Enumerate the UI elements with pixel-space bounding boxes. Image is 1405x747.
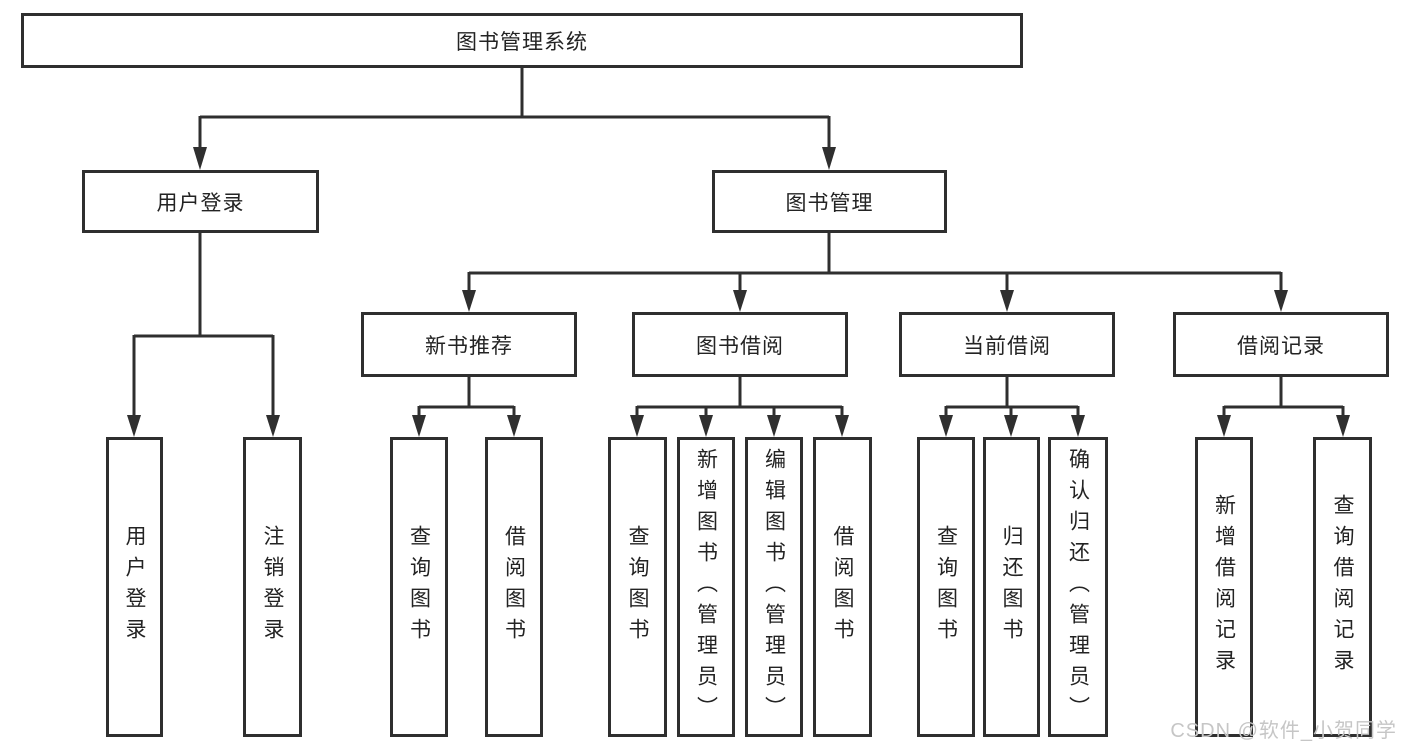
node-book-management: 图书管理 (712, 170, 947, 233)
node-leaf-query-borrow-record: 查询借阅记录 (1313, 437, 1372, 737)
node-leaf-user-login-label: 用户登录 (123, 525, 146, 649)
arrowheads (127, 147, 1350, 437)
node-leaf-logout-label: 注销登录 (261, 525, 284, 649)
node-leaf-borrow-books: 借阅图书 (813, 437, 872, 737)
node-leaf-add-borrow-record-label: 新增借阅记录 (1212, 494, 1236, 680)
node-leaf-add-book-admin-label: 新增图书（管理员） (694, 447, 718, 727)
node-leaf-return-book: 归还图书 (983, 437, 1040, 737)
node-leaf-query-books-current: 查询图书 (917, 437, 975, 737)
node-borrow-records: 借阅记录 (1173, 312, 1389, 377)
node-leaf-user-login: 用户登录 (106, 437, 163, 737)
node-root: 图书管理系统 (21, 13, 1023, 68)
node-leaf-logout: 注销登录 (243, 437, 302, 737)
node-new-book-recommend-label: 新书推荐 (425, 334, 513, 358)
node-leaf-query-books-current-label: 查询图书 (934, 525, 958, 649)
node-book-borrow: 图书借阅 (632, 312, 848, 377)
node-leaf-query-borrow-record-label: 查询借阅记录 (1331, 494, 1354, 680)
node-leaf-confirm-return-admin-label: 确认归还（管理员） (1066, 447, 1090, 727)
node-leaf-edit-book-admin-label: 编辑图书（管理员） (762, 447, 786, 727)
node-leaf-edit-book-admin: 编辑图书（管理员） (745, 437, 803, 737)
node-root-label: 图书管理系统 (456, 30, 588, 54)
node-leaf-add-borrow-record: 新增借阅记录 (1195, 437, 1253, 737)
node-user-login-label: 用户登录 (156, 191, 245, 215)
node-leaf-query-books-borrow-label: 查询图书 (626, 525, 649, 649)
node-new-book-recommend: 新书推荐 (361, 312, 577, 377)
node-current-borrow: 当前借阅 (899, 312, 1115, 377)
node-leaf-confirm-return-admin: 确认归还（管理员） (1048, 437, 1108, 737)
node-leaf-query-books-recommend-label: 查询图书 (407, 525, 431, 649)
node-user-login: 用户登录 (82, 170, 319, 233)
node-leaf-query-books-recommend: 查询图书 (390, 437, 448, 737)
node-borrow-records-label: 借阅记录 (1237, 334, 1325, 358)
node-current-borrow-label: 当前借阅 (963, 334, 1051, 358)
node-book-borrow-label: 图书借阅 (696, 334, 784, 358)
node-leaf-return-book-label: 归还图书 (1000, 525, 1023, 649)
node-leaf-add-book-admin: 新增图书（管理员） (677, 437, 735, 737)
node-leaf-borrow-books-recommend: 借阅图书 (485, 437, 543, 737)
node-leaf-borrow-books-label: 借阅图书 (831, 525, 854, 649)
node-book-management-label: 图书管理 (785, 191, 874, 215)
csdn-watermark: CSDN @软件_小贺同学 (1170, 720, 1397, 742)
node-leaf-query-books-borrow: 查询图书 (608, 437, 667, 737)
node-leaf-borrow-books-recommend-label: 借阅图书 (502, 525, 526, 649)
